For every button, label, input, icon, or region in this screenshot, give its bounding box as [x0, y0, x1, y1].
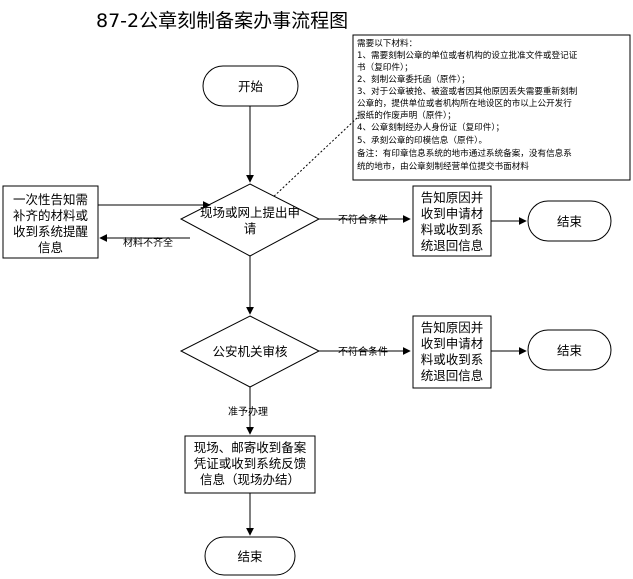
- receive-label-line: 信息（现场办结）: [200, 472, 300, 487]
- reject-2-label-line: 告知原因并: [421, 320, 484, 335]
- notify-label-line: 一次性告知需: [13, 192, 88, 207]
- receive-label-line: 凭证或收到系统反馈: [194, 456, 307, 471]
- reject-2-label-line: 料或收到系: [421, 352, 484, 367]
- review-label: 公安机关审核: [212, 344, 288, 359]
- reject-2-label-line: 统退回信息: [421, 368, 484, 383]
- police-review-decision: 公安机关审核: [179, 315, 321, 388]
- end-1-label: 结束: [557, 214, 583, 229]
- page-title: 87-2公章刻制备案办事流程图: [96, 10, 348, 32]
- notify-label-line: 信息: [38, 240, 63, 255]
- edge-label-not-qualified-2: 不符合条件: [338, 345, 388, 358]
- note-line: 3、对于公章被抢、被盗或者因其他原因丢失需要重新刻制: [357, 85, 577, 97]
- receive-label-line: 现场、邮寄收到备案: [194, 440, 307, 455]
- note-line: 备注：有印章信息系统的地市通过系统备案，没有信息系: [357, 147, 572, 159]
- notify-label-line: 补齐的材料或: [13, 208, 89, 223]
- note-line: 2、刻制公章委托函（原件）；: [357, 73, 470, 85]
- reject-box-2: 告知原因并 收到申请材 料或收到系 统退回信息: [412, 315, 492, 389]
- materials-note: 需要以下材料： 1、需要刻制公章的单位或者机构的设立批准文件或登记证 书（复印件…: [352, 34, 631, 181]
- end-final-label: 结束: [237, 549, 263, 564]
- submit-label-line: 现场或网上提出申: [200, 205, 300, 220]
- note-line: 需要以下材料：: [357, 37, 417, 49]
- reject-1-label-line: 告知原因并: [421, 190, 484, 205]
- end-node-2: 结束: [527, 329, 612, 371]
- reject-box-1: 告知原因并 收到申请材 料或收到系 统退回信息: [412, 185, 492, 257]
- notify-supplement-box: 一次性告知需 补齐的材料或 收到系统提醒 信息: [2, 185, 99, 259]
- end-node-1: 结束: [527, 200, 612, 242]
- edge-label-incomplete: 材料不齐全: [123, 236, 173, 249]
- edge-label-approved: 准予办理: [228, 405, 268, 418]
- note-line: 公章的，提供单位或者机构所在地设区的市以上公开发行: [357, 97, 572, 109]
- submit-label-line: 请: [244, 221, 257, 236]
- reject-2-label-line: 收到申请材: [421, 336, 484, 351]
- end-node-final: 结束: [204, 536, 296, 576]
- note-line: 报纸的作废声明（原件）；: [357, 109, 456, 121]
- reject-1-label-line: 统退回信息: [421, 238, 484, 253]
- receive-filing-box: 现场、邮寄收到备案 凭证或收到系统反馈 信息（现场办结）: [184, 435, 316, 494]
- start-label: 开始: [238, 79, 264, 94]
- note-line: 5、承刻公章的印模信息（原件）。: [357, 134, 487, 146]
- reject-1-label-line: 收到申请材: [421, 206, 484, 221]
- note-callout-line: [269, 117, 358, 201]
- note-line: 书（复印件）；: [357, 61, 413, 73]
- note-line: 统的地市，由公章刻制经营单位提交书面材料: [357, 160, 529, 172]
- submit-decision: 现场或网上提出申 请: [179, 183, 321, 257]
- end-2-label: 结束: [557, 343, 583, 358]
- note-line: 1、需要刻制公章的单位或者机构的设立批准文件或登记证: [357, 49, 578, 61]
- edge-label-not-qualified-1: 不符合条件: [338, 213, 388, 226]
- note-line: 4、公章刻制经办人身份证（复印件）；: [357, 121, 504, 133]
- reject-1-label-line: 料或收到系: [421, 222, 484, 237]
- notify-label-line: 收到系统提醒: [13, 224, 89, 239]
- start-node: 开始: [202, 65, 299, 107]
